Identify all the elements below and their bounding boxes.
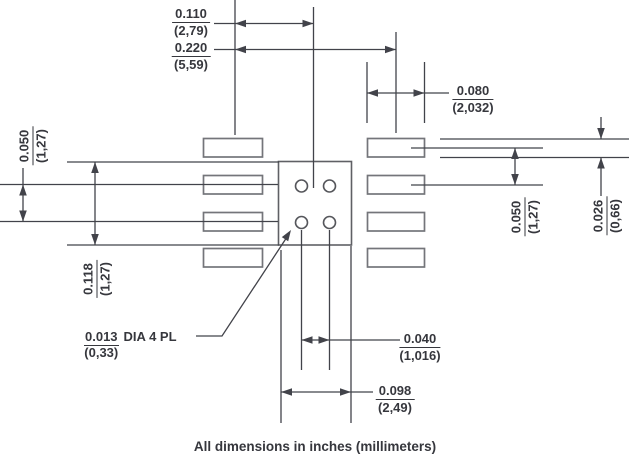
dim-label-0080: 0.080 (2,032) (452, 84, 494, 115)
dim-label-0220: 0.220 (5,59) (171, 41, 211, 72)
left-pad-outlines (202, 137, 264, 268)
dim-value-inches: 0.050 (509, 197, 526, 237)
dim-value-mm: (0,33) (84, 345, 119, 360)
dim-value-mm: (1,27) (33, 129, 49, 163)
dim-value-mm: (0,66) (607, 199, 623, 233)
dim-label-0050-left: 0.050 (1,27) (17, 126, 49, 166)
dim-label-0110: 0.110 (2,79) (172, 7, 210, 38)
dim-label-0040: 0.040 (1,016) (399, 332, 441, 363)
dim-value-inches: 0.110 (172, 7, 210, 23)
dim-value-inches: 0.026 (591, 196, 608, 236)
dim-value-inches: 0.050 (17, 126, 34, 166)
dim-value-inches: 0.080 (452, 84, 494, 100)
dim-label-0013-via: 0.013 (0,33) DIA 4 PL (84, 330, 177, 360)
dim-value-inches: 0.013 (84, 329, 119, 346)
dim-value-mm: (2,79) (174, 23, 208, 38)
dim-label-0050-right: 0.050 (1,27) (509, 197, 541, 237)
via-holes (294, 179, 337, 230)
dim-value-mm: (1,27) (97, 262, 113, 296)
thermal-pad-outline (277, 160, 353, 246)
right-pad-outlines (366, 137, 426, 268)
dim-value-inches: 0.118 (81, 260, 98, 298)
units-caption: All dimensions in inches (millimeters) (193, 439, 437, 454)
dim-value-inches: 0.220 (171, 41, 211, 57)
arrowheads (19, 19, 605, 396)
dim-value-mm: (1,27) (525, 200, 541, 234)
dim-value-mm: (1,016) (399, 348, 441, 363)
dim-value-mm: (2,49) (378, 400, 412, 415)
dim-label-0026: 0.026 (0,66) (591, 196, 623, 236)
dim-value-mm: (5,59) (174, 57, 208, 72)
dim-label-0118: 0.118 (1,27) (81, 260, 113, 298)
dim-value-mm: (2,032) (452, 100, 494, 115)
dim-value-inches: 0.040 (399, 332, 441, 348)
dim-label-0098: 0.098 (2,49) (375, 384, 415, 415)
dim-value-inches: 0.098 (375, 384, 415, 400)
dim-suffix: DIA 4 PL (123, 329, 177, 344)
